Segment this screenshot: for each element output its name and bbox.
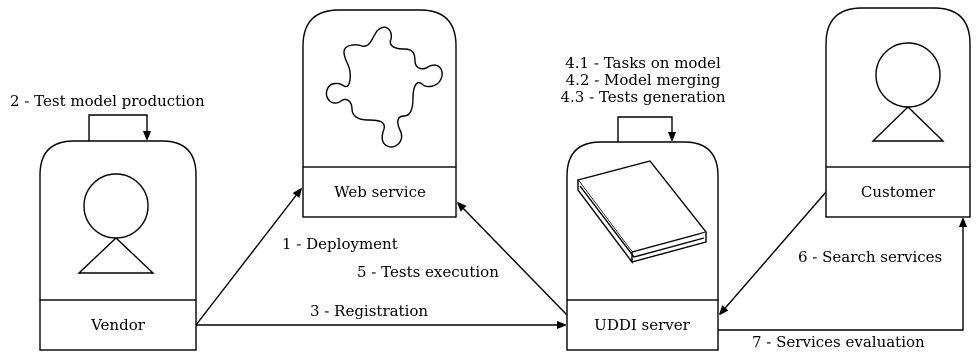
vendor-node: Vendor (39, 140, 197, 351)
web-service-node: Web service (302, 9, 457, 218)
web-service-label: Web service (334, 183, 426, 201)
step-4-3-label: 4.3 - Tests generation (560, 88, 725, 106)
web-service-box (302, 166, 457, 218)
step-4-2-label: 4.2 - Model merging (566, 71, 721, 89)
test-model-loop-arrow (88, 114, 147, 141)
tasks-loop-arrow (617, 116, 672, 142)
services-evaluation-arrow (718, 219, 963, 331)
person-icon (871, 42, 945, 142)
person-icon (77, 173, 155, 274)
step-3-label: 3 - Registration (310, 302, 428, 320)
customer-label: Customer (861, 183, 936, 201)
uddi-server-node: UDDI server (566, 141, 719, 351)
step-1-label: 1 - Deployment (282, 235, 398, 253)
tests-execution-arrow (458, 203, 568, 316)
step-2-label: 2 - Test model production (10, 92, 205, 110)
step-6-label: 6 - Search services (798, 248, 942, 266)
customer-box (825, 166, 971, 218)
deployment-arrow (195, 189, 301, 326)
uddi-box (566, 299, 719, 351)
uddi-label: UDDI server (594, 316, 690, 334)
puzzle-piece-icon (325, 26, 443, 148)
customer-node: Customer (825, 7, 971, 218)
step-7-label: 7 - Services evaluation (752, 333, 925, 351)
vendor-label: Vendor (90, 316, 146, 334)
step-4-1-label: 4.1 - Tasks on model (565, 54, 721, 72)
step-5-label: 5 - Tests execution (357, 263, 499, 281)
search-services-arrow (720, 191, 827, 314)
book-icon (576, 160, 708, 265)
